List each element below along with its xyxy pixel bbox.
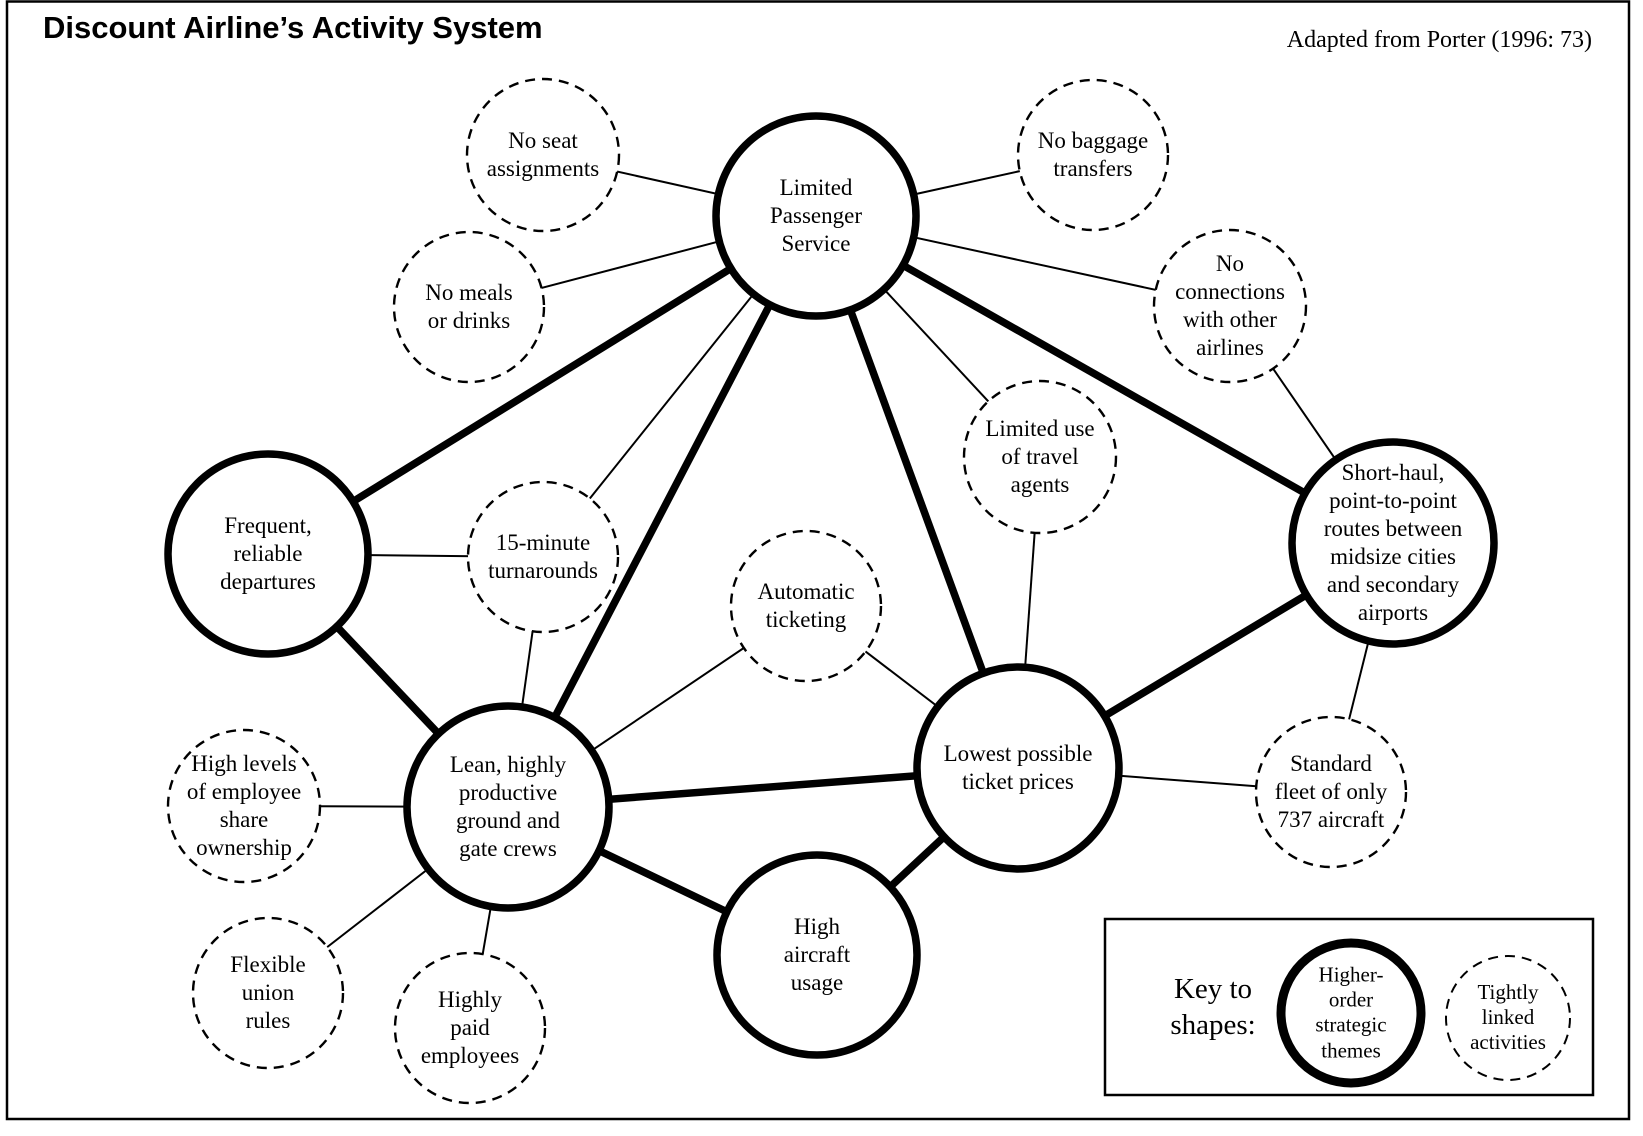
node-label-limited-use-of-travel-agents: Limited use of travel agents bbox=[985, 415, 1095, 498]
attribution-text: Adapted from Porter (1996: 73) bbox=[1286, 27, 1592, 53]
key-solid-circle-label: Higher- order strategic themes bbox=[1315, 962, 1387, 1063]
node-label-limited-passenger-service: Limited Passenger Service bbox=[770, 174, 862, 257]
node-label-high-aircraft-usage: High aircraft usage bbox=[783, 913, 851, 996]
node-circle-highly-paid-employees bbox=[393, 951, 547, 1105]
node-circle-short-haul-routes bbox=[1288, 438, 1498, 648]
node-circle-employee-share-ownership bbox=[166, 728, 322, 884]
node-label-frequent-reliable-departures: Frequent, reliable departures bbox=[220, 512, 316, 595]
key-heading: Key to shapes: bbox=[1170, 972, 1256, 1041]
node-circle-lean-ground-gate-crews bbox=[403, 702, 613, 912]
node-label-employee-share-ownership: High levels of employee share ownership bbox=[186, 750, 302, 861]
node-circle-no-baggage-transfers bbox=[1016, 78, 1170, 232]
node-label-short-haul-routes: Short-haul, point-to-point routes betwee… bbox=[1323, 459, 1463, 626]
activity-circles bbox=[166, 77, 1408, 1105]
edge-lps--lean-crews bbox=[504, 214, 820, 809]
node-circle-automatic-ticketing bbox=[729, 529, 883, 683]
node-circle-no-meals-or-drinks bbox=[392, 230, 546, 384]
theme-circles bbox=[164, 112, 1498, 1059]
node-label-highly-paid-employees: Highly paid employees bbox=[420, 986, 520, 1069]
node-circle-frequent-reliable-departures bbox=[164, 450, 372, 658]
node-label-no-baggage-transfers: No baggage transfers bbox=[1037, 127, 1149, 181]
node-label-no-meals-or-drinks: No meals or drinks bbox=[425, 279, 513, 333]
node-circle-limited-passenger-service bbox=[712, 112, 920, 320]
node-label-automatic-ticketing: Automatic ticketing bbox=[757, 578, 855, 632]
node-circle-high-aircraft-usage bbox=[713, 851, 921, 1059]
edge-lps--short-haul bbox=[814, 212, 1395, 547]
node-label-lowest-ticket-prices: Lowest possible ticket prices bbox=[943, 740, 1093, 794]
node-label-15-minute-turnarounds: 15-minute turnarounds bbox=[488, 529, 598, 583]
page-title: Discount Airline’s Activity System bbox=[43, 10, 543, 45]
node-circle-15-minute-turnarounds bbox=[466, 480, 620, 634]
node-circle-flexible-union-rules bbox=[191, 916, 345, 1070]
key-solid-circle bbox=[1276, 938, 1426, 1088]
node-label-no-seat-assignments: No seat assignments bbox=[486, 127, 600, 181]
node-circle-lowest-ticket-prices bbox=[913, 663, 1123, 873]
figure-border bbox=[5, 0, 1631, 1121]
node-circle-no-connections-with-other-airlines bbox=[1152, 228, 1308, 384]
node-label-lean-ground-gate-crews: Lean, highly productive ground and gate … bbox=[449, 751, 567, 862]
node-label-standard-fleet-737: Standard fleet of only 737 aircraft bbox=[1274, 750, 1388, 833]
node-circle-standard-fleet-737 bbox=[1254, 715, 1408, 869]
edge-lps--frequent-departures bbox=[266, 212, 818, 558]
node-circle-limited-use-of-travel-agents bbox=[962, 379, 1118, 535]
node-circle-no-seat-assignments bbox=[465, 77, 621, 233]
key-dashed-circle-label: Tightly linked activities bbox=[1470, 980, 1546, 1055]
key-box bbox=[1103, 917, 1595, 1097]
node-label-no-connections-with-other-airlines: No connections with other airlines bbox=[1175, 250, 1285, 361]
key-dashed-circle bbox=[1445, 955, 1571, 1081]
node-label-flexible-union-rules: Flexible union rules bbox=[230, 951, 306, 1034]
